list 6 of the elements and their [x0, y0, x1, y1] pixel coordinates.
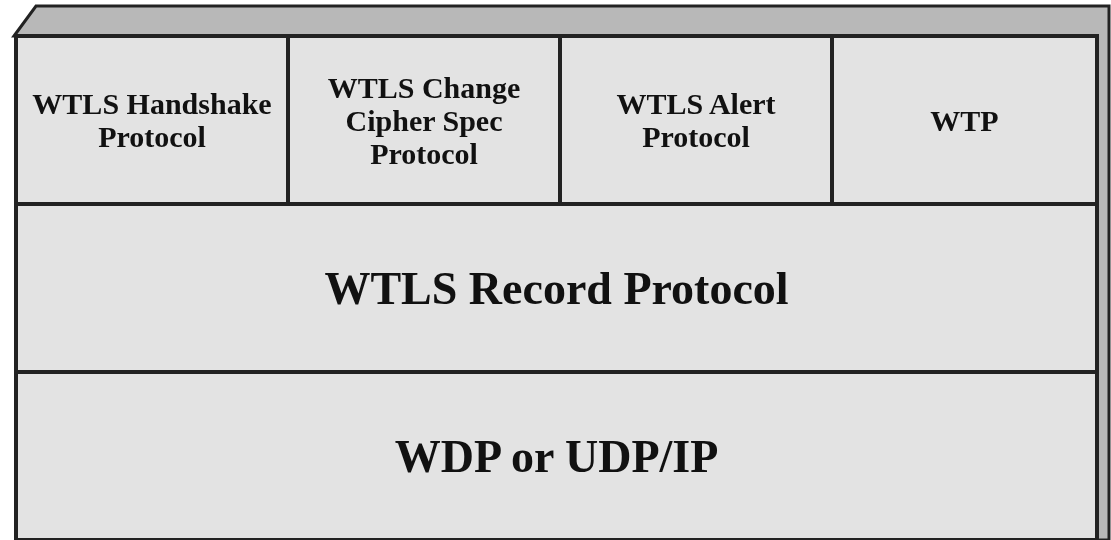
layer-label: WDP or UDP/IP [394, 429, 719, 483]
layer-label: WTLS Alert Protocol [615, 87, 777, 153]
layer-label: WTP [930, 103, 999, 137]
layer-label: WTLS Change Cipher Spec Protocol [326, 70, 522, 170]
layer-label: WTLS Record Protocol [324, 261, 789, 315]
layer-label: WTLS Handshake Protocol [31, 87, 273, 153]
